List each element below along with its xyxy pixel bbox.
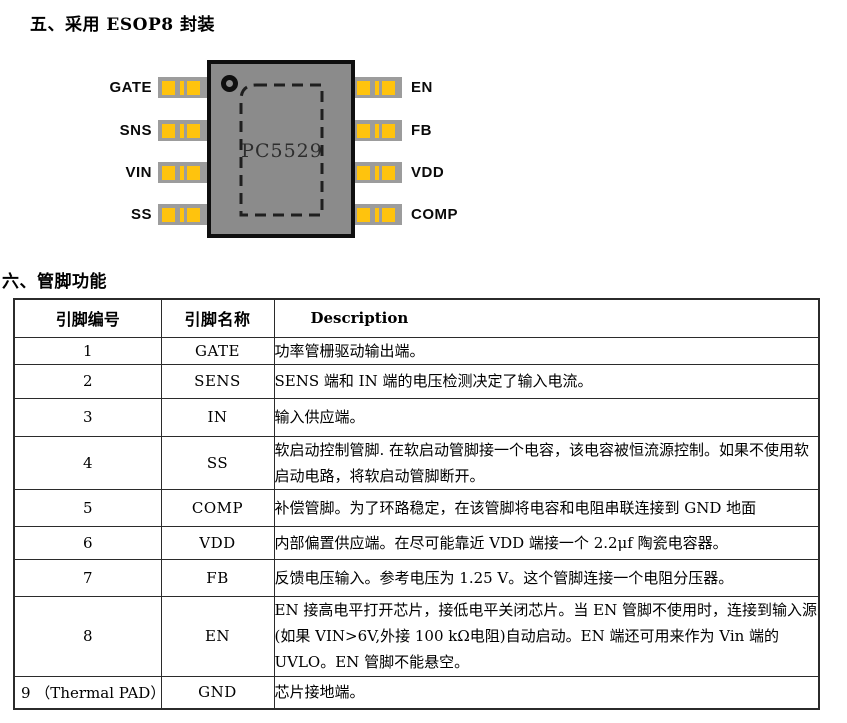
pin-lead-ss bbox=[158, 204, 207, 225]
pin-pad-icon bbox=[162, 80, 175, 95]
pin-lead-comp bbox=[353, 204, 402, 225]
table-header: 引脚编号 引脚名称 Description bbox=[13, 298, 820, 338]
pin-number-cell: 3 bbox=[13, 397, 162, 437]
pin-label-vdd: VDD bbox=[411, 164, 445, 181]
pin-number-cell: 9 （Thermal PAD） bbox=[13, 675, 165, 710]
pin-name-cell: FB bbox=[160, 558, 275, 597]
pin-pad-icon bbox=[162, 165, 175, 180]
chip-body bbox=[207, 60, 355, 238]
pin-name-cell: GATE bbox=[160, 336, 275, 365]
pin-pad-icon bbox=[382, 207, 395, 222]
pin-number-cell: 2 bbox=[13, 363, 162, 399]
chip-name-label: PC5529 bbox=[241, 140, 323, 162]
pin-label-vin: VIN bbox=[125, 164, 152, 181]
pin-lead-vdd bbox=[353, 162, 402, 183]
pin-name-cell: SS bbox=[160, 435, 275, 490]
pin-number-cell: 6 bbox=[13, 525, 162, 560]
pin-pad-icon bbox=[187, 123, 200, 138]
pin-name-cell: VDD bbox=[160, 525, 275, 560]
pin-pad-icon bbox=[180, 165, 184, 180]
pin-description-cell: 输入供应端。 bbox=[273, 397, 820, 437]
pin-pad-icon bbox=[382, 80, 395, 95]
pin-pad-icon bbox=[180, 123, 184, 138]
pin-pad-icon bbox=[375, 80, 379, 95]
pin-label-gate: GATE bbox=[109, 79, 152, 96]
pin-label-sns: SNS bbox=[119, 122, 152, 139]
pin-pad-icon bbox=[375, 207, 379, 222]
header-pin-number: 引脚编号 bbox=[13, 298, 162, 338]
pin-pad-icon bbox=[187, 80, 200, 95]
pin1-indicator-icon bbox=[221, 75, 238, 92]
pin-number-cell: 1 bbox=[13, 336, 162, 365]
pin-number-cell: 7 bbox=[13, 558, 162, 597]
pin-lead-fb bbox=[353, 120, 402, 141]
pin-pad-icon bbox=[162, 123, 175, 138]
pin-lead-sns bbox=[158, 120, 207, 141]
header-description: Description bbox=[273, 298, 820, 338]
pin-label-ss: SS bbox=[130, 206, 152, 223]
pin-pad-icon bbox=[357, 165, 370, 180]
pin-number-cell: 5 bbox=[13, 488, 162, 527]
pin-description-cell: 内部偏置供应端。在尽可能靠近 VDD 端接一个 2.2μf 陶瓷电容器。 bbox=[273, 525, 820, 560]
pin-description-cell: SENS 端和 IN 端的电压检测决定了输入电流。 bbox=[273, 363, 820, 399]
pin-pad-icon bbox=[375, 123, 379, 138]
pin-description-cell: 软启动控制管脚. 在软启动管脚接一个电容，该电容被恒流源控制。如果不使用软启动电… bbox=[273, 435, 820, 490]
pin-description-cell: EN 接高电平打开芯片，接低电平关闭芯片。当 EN 管脚不使用时，连接到输入源(… bbox=[273, 595, 820, 677]
pin-pad-icon bbox=[187, 207, 200, 222]
pin-pad-icon bbox=[187, 165, 200, 180]
package-diagram: GATE SNS VIN SS EN FB VDD COMP PC5529 bbox=[0, 0, 847, 260]
pin-pad-icon bbox=[180, 80, 184, 95]
header-pin-name: 引脚名称 bbox=[160, 298, 275, 338]
pin-lead-en bbox=[353, 77, 402, 98]
table-header-row: 引脚编号 引脚名称 Description bbox=[13, 298, 820, 338]
pin-lead-gate bbox=[158, 77, 207, 98]
section-title-package: 五、采用 ESOP8 封装 bbox=[30, 15, 215, 35]
pin-pad-icon bbox=[357, 123, 370, 138]
pin-description-cell: 芯片接地端。 bbox=[273, 675, 820, 710]
pin-pad-icon bbox=[375, 165, 379, 180]
pin-number-cell: 4 bbox=[13, 435, 162, 490]
pin-pad-icon bbox=[162, 207, 175, 222]
thermal-pad-outline bbox=[239, 83, 324, 217]
pin-name-cell: GND bbox=[160, 675, 275, 710]
pin-description-cell: 反馈电压输入。参考电压为 1.25 V。这个管脚连接一个电阻分压器。 bbox=[273, 558, 820, 597]
pin-label-fb: FB bbox=[411, 122, 432, 139]
pin-pad-icon bbox=[357, 80, 370, 95]
pin-name-cell: SENS bbox=[160, 363, 275, 399]
pin-description-cell: 补偿管脚。为了环路稳定，在该管脚将电容和电阻串联连接到 GND 地面 bbox=[273, 488, 820, 527]
pin-pad-icon bbox=[382, 123, 395, 138]
pin-name-cell: EN bbox=[160, 595, 275, 677]
pin-description-cell: 功率管栅驱动输出端。 bbox=[273, 336, 820, 365]
pin-pad-icon bbox=[382, 165, 395, 180]
pin-label-en: EN bbox=[411, 79, 433, 96]
pin-pad-icon bbox=[180, 207, 184, 222]
pin-pad-icon bbox=[357, 207, 370, 222]
pin-name-cell: COMP bbox=[160, 488, 275, 527]
pin-number-cell: 8 bbox=[13, 595, 162, 677]
pin-lead-vin bbox=[158, 162, 207, 183]
pin-label-comp: COMP bbox=[411, 206, 458, 223]
pin-name-cell: IN bbox=[160, 397, 275, 437]
section-title-pin-functions: 六、管脚功能 bbox=[2, 272, 107, 292]
